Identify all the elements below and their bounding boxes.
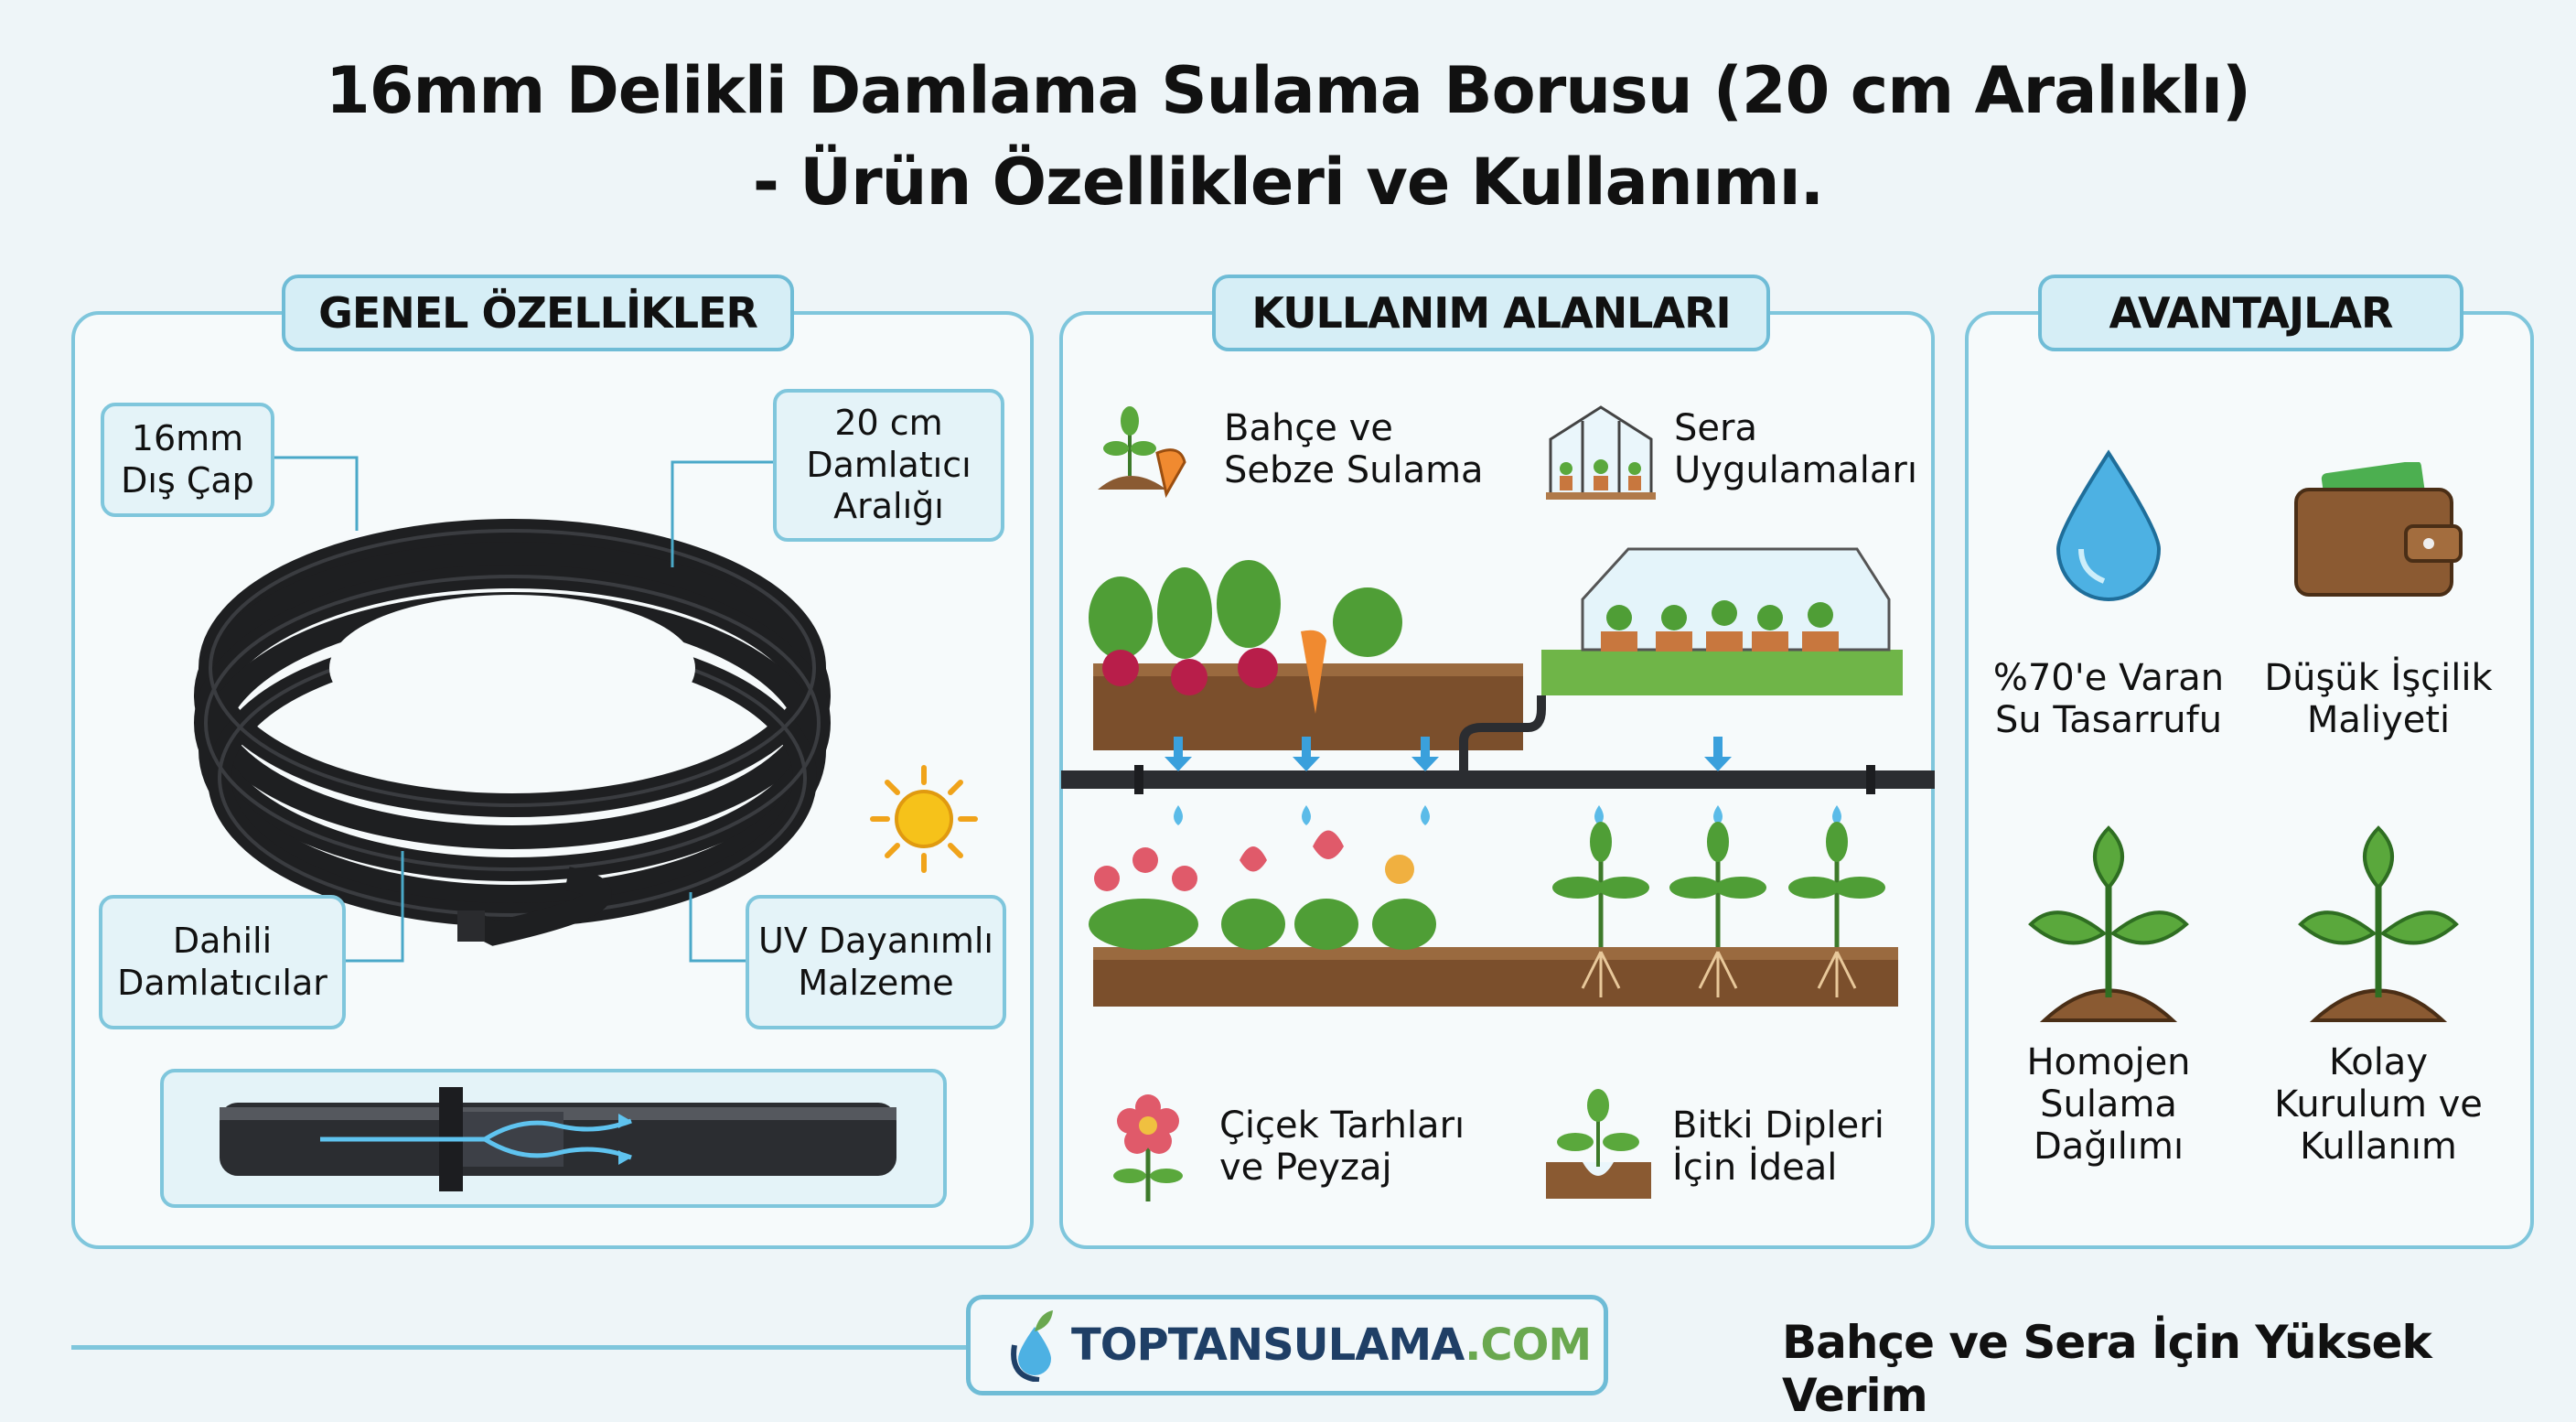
usage-text: Çiçek Tarhları <box>1219 1104 1465 1147</box>
sun-icon <box>870 765 978 873</box>
pipe-cross-section-image <box>220 1087 896 1191</box>
page-title: 16mm Delikli Damlama Sulama Borusu (20 c… <box>326 53 2251 128</box>
usage-text: Bahçe ve <box>1224 407 1393 449</box>
advantage-text: Homojen <box>2026 1041 2191 1083</box>
advantage-text: Kolay <box>2328 1041 2428 1083</box>
advantage-text: Maliyeti <box>2306 699 2451 741</box>
brand-tld: .COM <box>1465 1320 1592 1371</box>
callout-text: Aralığı <box>833 486 944 527</box>
callout-text: UV Dayanımlı <box>758 920 993 961</box>
callout-text: Damlatıcı <box>806 444 971 485</box>
callout-text: 16mm <box>131 417 244 458</box>
advantages-panel <box>1965 311 2534 1249</box>
callout-text: Malzeme <box>798 962 954 1003</box>
advantage-text: Su Tasarrufu <box>1994 699 2223 741</box>
advantages-heading: AVANTAJLAR <box>2038 275 2463 351</box>
callout-text: Damlatıcılar <box>117 962 327 1003</box>
vegetable-icon <box>1098 406 1186 499</box>
advantage-text: Dağılımı <box>2033 1126 2184 1168</box>
usage-text: Uygulamaları <box>1674 449 1917 491</box>
advantage-text: Sulama <box>2040 1083 2177 1126</box>
brand-name: TOPTANSULAMA <box>1071 1320 1465 1371</box>
brand-logo-box[interactable]: TOPTANSULAMA.COM <box>966 1295 1608 1395</box>
callout-text: Dahili <box>172 920 273 961</box>
general-features-heading: GENEL ÖZELLİKLER <box>282 275 794 351</box>
callout-text: 20 cm <box>834 403 943 444</box>
advantage-text: %70'e Varan <box>1992 657 2225 699</box>
footer-tagline: Bahçe ve Sera İçin Yüksek Verim <box>1782 1316 2432 1422</box>
footer-divider <box>71 1345 1178 1350</box>
usage-text: Sera <box>1674 407 1757 449</box>
advantage-text: Kurulum ve <box>2274 1083 2483 1126</box>
wallet-icon <box>2294 462 2463 597</box>
logo-drop-leaf-icon <box>1011 1310 1053 1382</box>
water-drop-icon <box>2055 449 2162 601</box>
usage-text: ve Peyzaj <box>1219 1147 1392 1189</box>
greenhouse-icon <box>1546 405 1656 500</box>
usage-text: Bitki Dipleri <box>1672 1104 1884 1147</box>
irrigation-scene-illustration <box>1061 547 1935 1007</box>
callout-text: Dış Çap <box>121 459 254 501</box>
seedling-icon <box>2298 825 2459 1022</box>
usage-text: İçin İdeal <box>1672 1147 1838 1189</box>
seedling-icon <box>2028 825 2189 1022</box>
callout-lines <box>274 456 773 963</box>
usage-text: Sebze Sulama <box>1224 449 1484 491</box>
plant-root-icon <box>1546 1089 1651 1199</box>
flower-icon <box>1113 1094 1183 1201</box>
advantage-text: Düşük İşçilik <box>2264 657 2493 699</box>
hose-coil-image <box>194 519 831 946</box>
page-subtitle: - Ürün Özellikleri ve Kullanımı. <box>752 145 1824 220</box>
advantage-text: Kullanım <box>2300 1126 2457 1168</box>
usage-areas-heading: KULLANIM ALANLARI <box>1212 275 1770 351</box>
